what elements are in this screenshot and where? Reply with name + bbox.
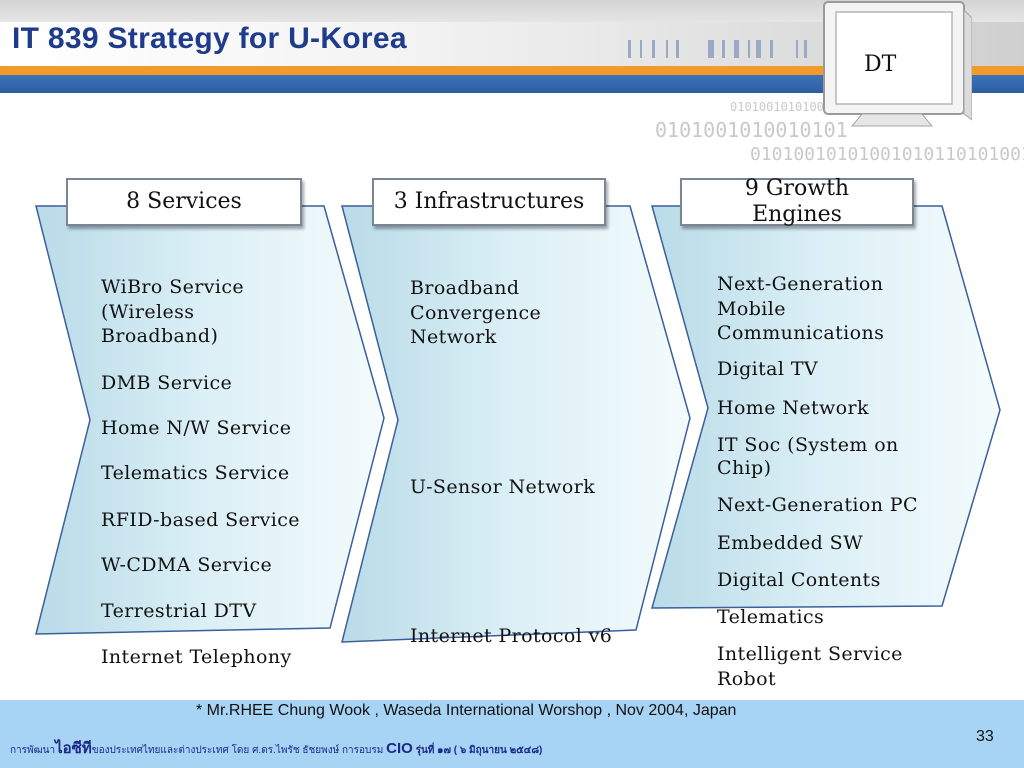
list-item: Broadband [410,277,520,299]
list-item: Robot [717,668,776,690]
list-item: W-CDMA Service [101,554,273,576]
growth-engines-heading-line2: Engines [752,202,842,227]
growth-engines-list: Next-Generation Mobile Communications Di… [717,0,1007,700]
list-item: Chip) [717,457,772,479]
footer-bar [0,700,1024,768]
list-item: Mobile [717,298,786,320]
list-item: Embedded SW [717,532,864,554]
slide-title: IT 839 Strategy for U-Korea [12,22,407,55]
list-item: Telematics [717,606,825,628]
strategy-diagram [35,205,1001,643]
footer-middle: ของประเทศไทยและต่างประเทศ โดย ศ.ดร.ไพรัช… [91,745,387,756]
growth-engines-chevron [651,205,1001,609]
list-item: Internet Protocol v6 [410,625,613,647]
list-item: Telematics Service [101,462,290,484]
list-item: Next-Generation PC [717,494,918,516]
footer-prefix: การพัฒนา [10,745,56,756]
list-item: Network [410,326,497,348]
list-item: Intelligent Service [717,643,903,665]
binary-decoration: 01010010101001010110101001 [750,144,1024,165]
services-chevron [35,205,385,635]
footer-cio: CIO [386,740,413,757]
list-item: RFID-based Service [101,509,300,531]
list-item: (Wireless [101,301,195,323]
page-number: 33 [976,728,994,745]
monitor-label: DT [864,52,897,77]
course-footer-text: การพัฒนาไอซีทีของประเทศไทยและต่างประเทศ … [10,736,542,760]
list-item: DMB Service [101,372,233,394]
list-item: IT Soc (System on [717,434,899,456]
list-item: Digital TV [717,358,819,380]
orange-accent-bar [0,66,1024,75]
services-list: WiBro Service (Wireless Broadband) DMB S… [101,0,361,700]
list-item: Home N/W Service [101,417,292,439]
footer-brand: ไอซีที [55,740,92,757]
services-heading-text: 8 Services [126,189,242,214]
list-item: Internet Telephony [101,646,292,668]
binary-decoration: 0101001010010101 [655,118,848,142]
list-item: U-Sensor Network [410,476,596,498]
list-item: Terrestrial DTV [101,600,257,622]
services-heading: 8 Services [66,178,302,226]
footer-suffix: รุ่นที่ ๑๗ ( ๖ มิถุนายน ๒๕๔๘) [412,745,543,756]
growth-engines-heading: 9 Growth Engines [680,176,914,227]
list-item: Next-Generation [717,273,884,295]
list-item: Broadband) [101,325,219,347]
list-item: Communications [717,322,885,344]
monitor-icon [823,1,972,127]
growth-engines-heading-line1: 9 Growth [744,176,850,201]
list-item: Convergence [410,302,542,324]
infrastructure-heading: 3 Infrastructures [372,178,606,226]
infrastructure-heading-text: 3 Infrastructures [393,189,585,214]
infrastructure-chevron [341,205,691,643]
list-item: Digital Contents [717,569,881,591]
list-item: Home Network [717,397,869,419]
list-item: WiBro Service [101,276,245,298]
source-credit: * Mr.RHEE Chung Wook , Waseda Internatio… [196,702,737,719]
blue-accent-bar [0,75,1024,93]
infrastructure-list: Broadband Convergence Network U-Sensor N… [410,0,670,700]
